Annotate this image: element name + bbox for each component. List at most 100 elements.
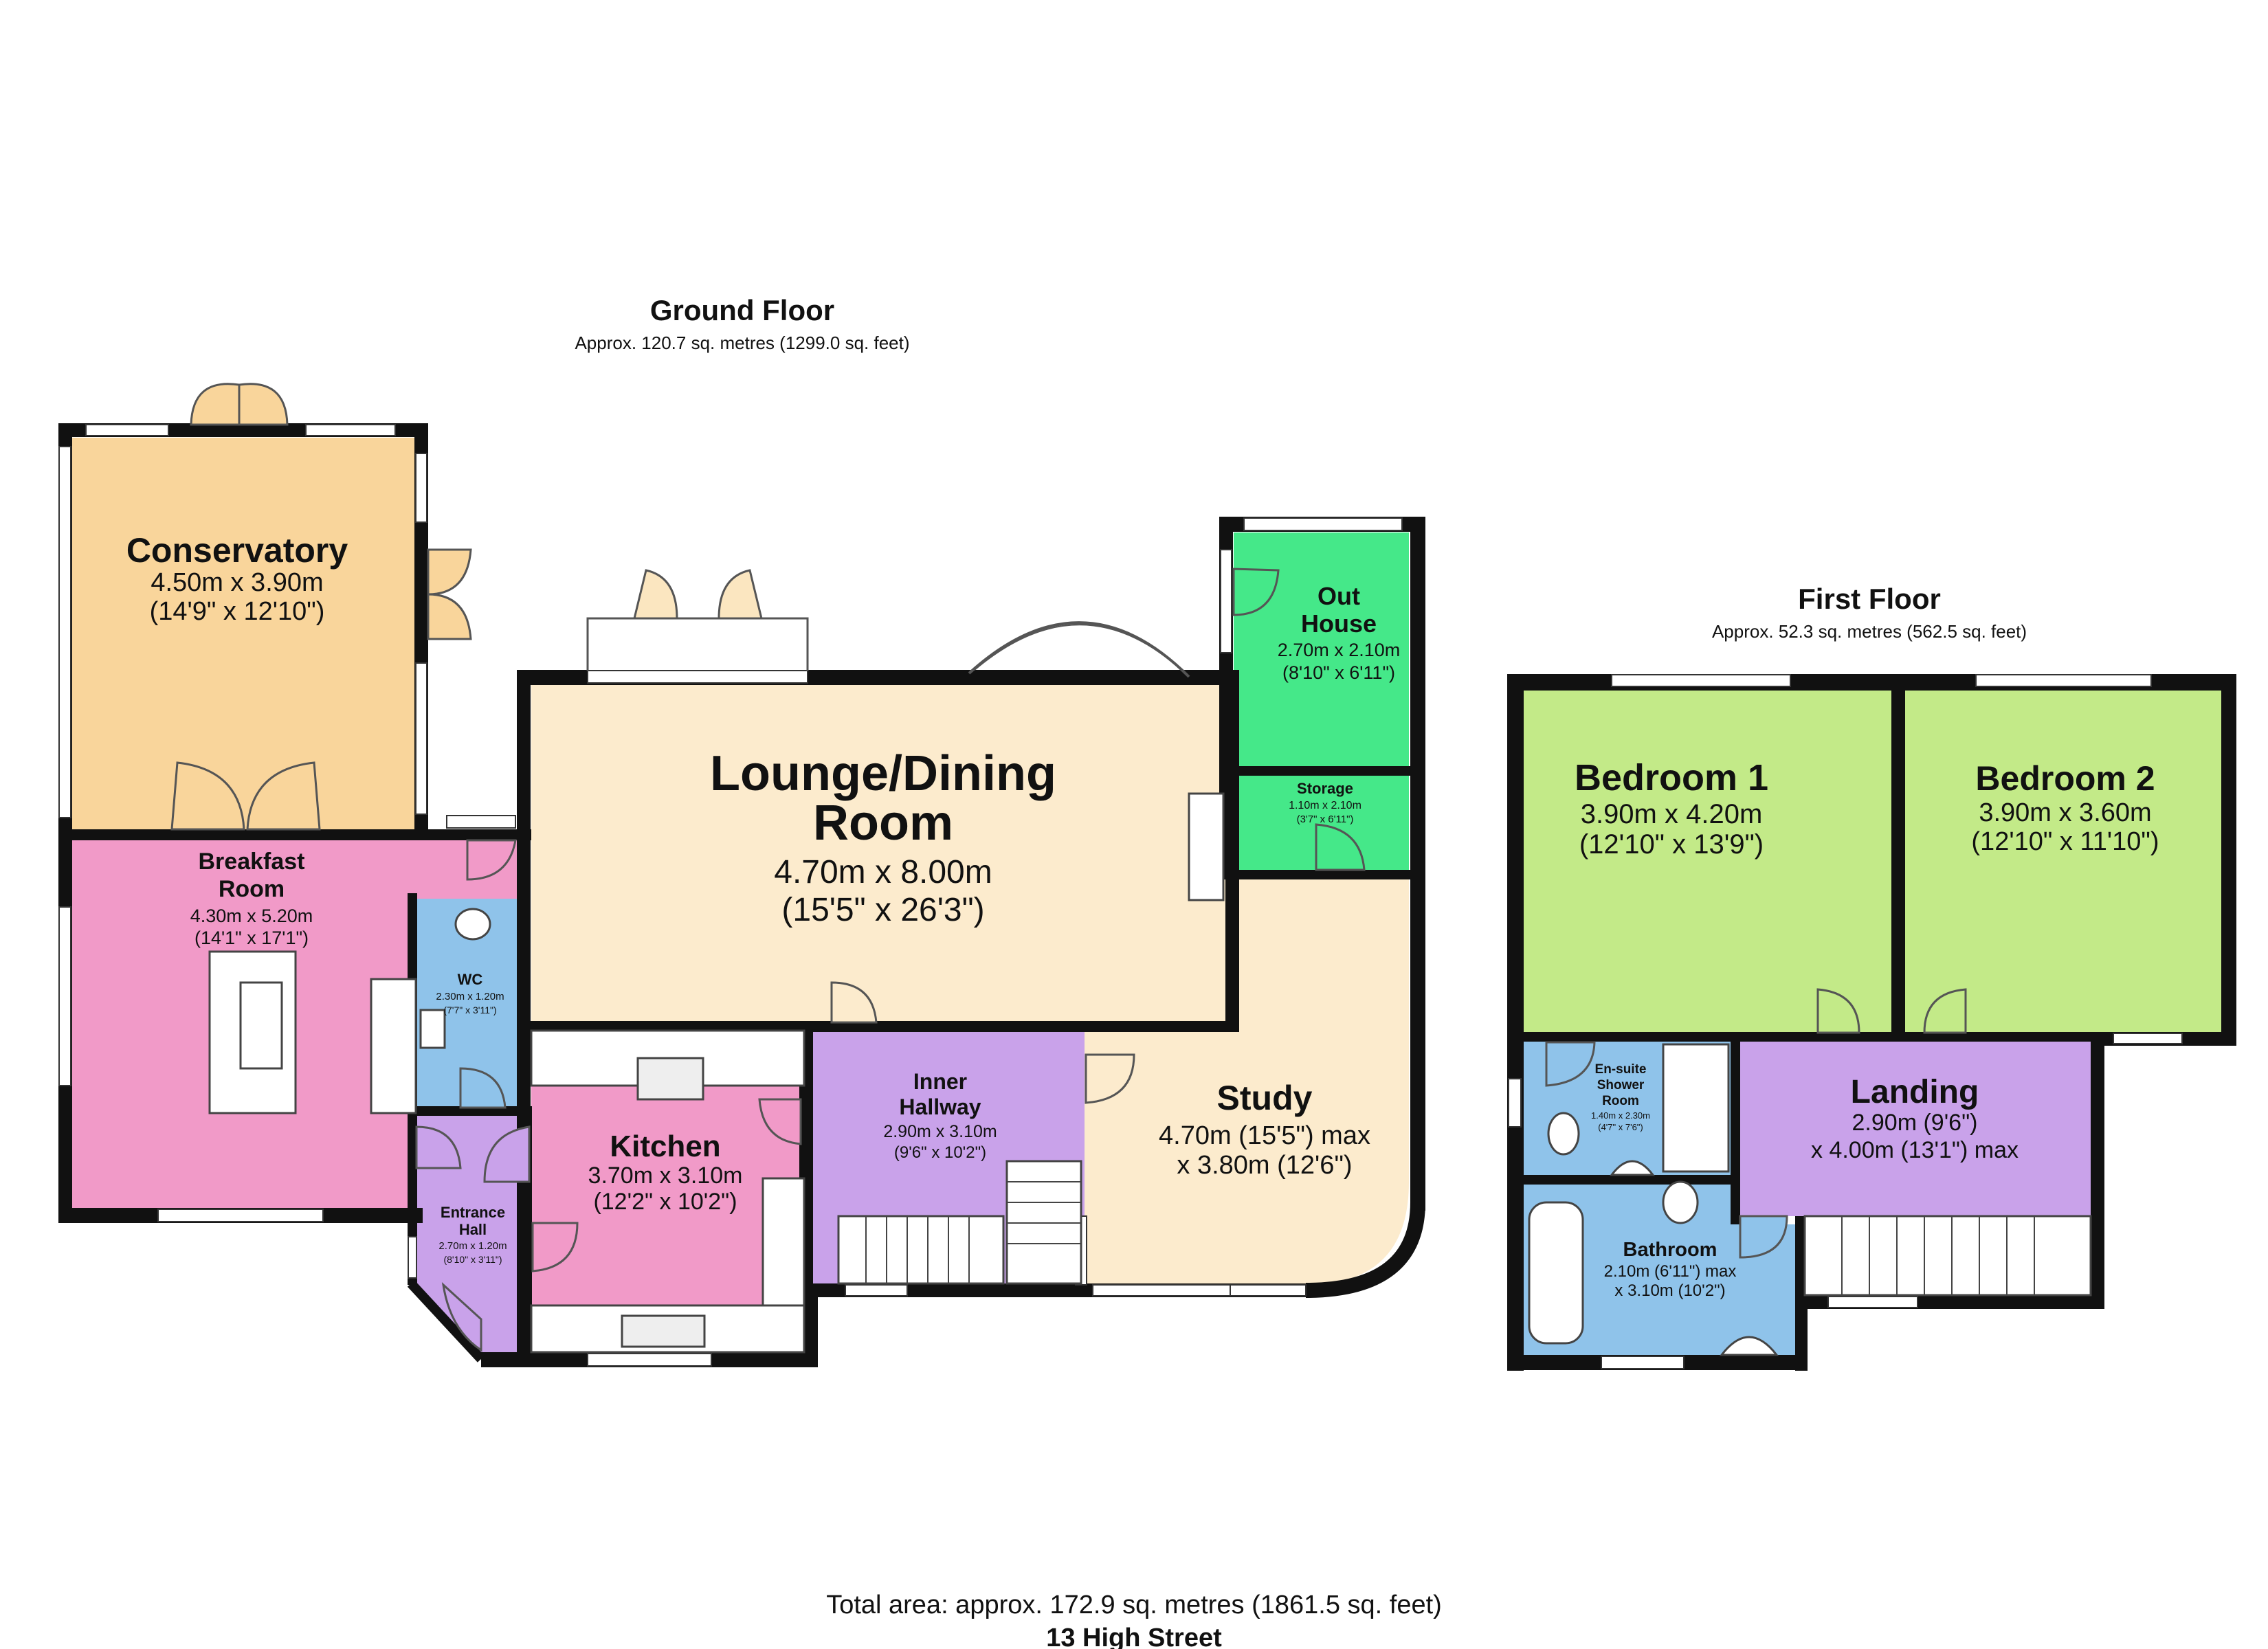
lounge-size-m: 4.70m x 8.00m xyxy=(774,854,992,890)
hallway-size-ft: (9'6" x 10'2") xyxy=(894,1143,986,1162)
first-floor-title: First Floor xyxy=(1798,583,1941,615)
study-label: Study 4.70m (15'5") max x 3.80m (12'6") xyxy=(1159,1079,1370,1180)
kitchen-name: Kitchen xyxy=(610,1130,720,1163)
conservatory-size-ft: (14'9" x 12'10") xyxy=(150,597,325,626)
bedroom2-name: Bedroom 2 xyxy=(1975,759,2155,798)
address: 13 High Street xyxy=(1046,1624,1222,1649)
first-floor-windows xyxy=(1508,674,2183,1369)
ground-floor-area: Approx. 120.7 sq. metres (1299.0 sq. fee… xyxy=(575,333,910,353)
lounge-size-ft: (15'5" x 26'3") xyxy=(781,892,984,928)
breakfast-room-label: Breakfast Room 4.30m x 5.20m (14'1" x 17… xyxy=(190,849,313,948)
landing-name: Landing xyxy=(1851,1074,1979,1110)
landing-size-2: x 4.00m (13'1") max xyxy=(1811,1137,2019,1163)
study-size-1: 4.70m (15'5") max xyxy=(1159,1121,1370,1150)
inner-hallway-label: Inner Hallway 2.90m x 3.10m (9'6" x 10'2… xyxy=(883,1069,997,1162)
study-fill xyxy=(1085,878,1409,1285)
outhouse-label: Out House 2.70m x 2.10m (8'10" x 6'11") xyxy=(1278,582,1401,683)
breakfast-name-1: Breakfast xyxy=(199,849,305,875)
lounge-name-1: Lounge/Dining xyxy=(710,746,1056,801)
entrance-diagonal-wall xyxy=(407,1280,485,1362)
bedroom1-label: Bedroom 1 3.90m x 4.20m (12'10" x 13'9") xyxy=(1575,757,1768,860)
landing-stairs xyxy=(1803,1215,2092,1297)
wc-size-m: 2.30m x 1.20m xyxy=(436,991,504,1002)
ensuite-size-ft: (4'7" x 7'6") xyxy=(1598,1122,1643,1132)
bedroom1-name: Bedroom 1 xyxy=(1575,757,1768,798)
bedroom2-fill xyxy=(1905,689,2223,1033)
wc-toilet xyxy=(454,908,491,941)
outhouse-size-ft: (8'10" x 6'11") xyxy=(1282,662,1395,683)
ensuite-size-m: 1.40m x 2.30m xyxy=(1591,1110,1650,1121)
breakfast-size-ft: (14'1" x 17'1") xyxy=(194,928,309,948)
entrance-size-ft: (8'10" x 3'11") xyxy=(443,1254,502,1265)
bedroom2-size-m: 3.90m x 3.60m xyxy=(1979,798,2151,827)
first-floor-area: Approx. 52.3 sq. metres (562.5 sq. feet) xyxy=(1711,621,2027,642)
bathroom-name: Bathroom xyxy=(1623,1239,1717,1261)
ensuite-label: En-suite Shower Room 1.40m x 2.30m (4'7"… xyxy=(1591,1062,1650,1132)
stairs-lines xyxy=(865,1181,1081,1283)
wc-size-ft: (7'7" x 3'11") xyxy=(443,1005,496,1016)
outhouse-size-m: 2.70m x 2.10m xyxy=(1278,640,1401,660)
ensuite-name-3: Room xyxy=(1602,1094,1639,1108)
total-area: Total area: approx. 172.9 sq. metres (18… xyxy=(826,1591,1442,1619)
ensuite-name-2: Shower xyxy=(1597,1078,1645,1092)
entrance-name-2: Hall xyxy=(459,1221,487,1238)
lounge-fill xyxy=(531,684,1225,1021)
bathroom-size-1: 2.10m (6'11") max xyxy=(1604,1262,1737,1281)
conservatory-label: Conservatory 4.50m x 3.90m (14'9" x 12'1… xyxy=(126,531,348,626)
kitchen-size-ft: (12'2" x 10'2") xyxy=(593,1189,737,1215)
conservatory-name: Conservatory xyxy=(126,531,348,570)
first-floor-doors xyxy=(1545,988,1967,1259)
bathroom-size-2: x 3.10m (10'2") xyxy=(1614,1281,1725,1300)
conservatory-size-m: 4.50m x 3.90m xyxy=(151,568,323,597)
storage-size-ft: (3'7" x 6'11") xyxy=(1297,814,1354,825)
study-size-2: x 3.80m (12'6") xyxy=(1177,1151,1352,1180)
bathroom-fill xyxy=(1523,1183,1797,1356)
ground-floor-title: Ground Floor xyxy=(649,294,835,326)
lounge-curved-bay xyxy=(968,621,1190,678)
bathroom-toilet xyxy=(1662,1180,1699,1224)
first-floor-fixtures xyxy=(1528,1043,2092,1356)
bedroom1-size-ft: (12'10" x 13'9") xyxy=(1579,829,1764,860)
entrance-name-1: Entrance xyxy=(441,1204,505,1221)
wc-basin xyxy=(419,1009,446,1049)
conservatory-fill xyxy=(71,438,421,831)
study-name: Study xyxy=(1217,1079,1313,1117)
ensuite-name-1: En-suite xyxy=(1595,1062,1647,1077)
bedroom1-size-m: 3.90m x 4.20m xyxy=(1581,799,1763,829)
study-curved-wall xyxy=(1305,1202,1425,1298)
lounge-name-2: Room xyxy=(813,796,953,851)
breakfast-size-m: 4.30m x 5.20m xyxy=(190,906,313,926)
kitchen-sink xyxy=(621,1314,706,1348)
outhouse-name-1: Out xyxy=(1318,582,1360,610)
storage-name: Storage xyxy=(1297,780,1353,797)
kitchen-size-m: 3.70m x 3.10m xyxy=(588,1163,743,1189)
storage-size-m: 1.10m x 2.10m xyxy=(1289,800,1361,811)
hob xyxy=(636,1057,704,1101)
entrance-size-m: 2.70m x 1.20m xyxy=(438,1240,507,1252)
landing-size-1: 2.90m (9'6") xyxy=(1852,1110,1978,1136)
bath xyxy=(1528,1201,1584,1345)
breakfast-name-2: Room xyxy=(219,876,285,902)
storage-label: Storage 1.10m x 2.10m (3'7" x 6'11") xyxy=(1289,780,1361,825)
hallway-name-1: Inner xyxy=(913,1069,967,1094)
hallway-name-2: Hallway xyxy=(899,1095,981,1119)
outhouse-name-2: House xyxy=(1301,609,1377,638)
ground-floor-doors xyxy=(170,383,1366,1352)
breakfast-sink xyxy=(239,981,283,1070)
bedroom2-size-ft: (12'10" x 11'10") xyxy=(1971,827,2159,856)
bedroom1-fill xyxy=(1523,689,1894,1033)
wc-label: WC 2.30m x 1.20m (7'7" x 3'11") xyxy=(436,971,504,1016)
shower-tray xyxy=(1662,1043,1730,1173)
kitchen-label: Kitchen 3.70m x 3.10m (12'2" x 10'2") xyxy=(588,1130,743,1215)
entrance-hall-label: Entrance Hall 2.70m x 1.20m (8'10" x 3'1… xyxy=(438,1204,507,1265)
lounge-label: Lounge/Dining Room 4.70m x 8.00m (15'5" … xyxy=(710,746,1056,928)
hallway-size-m: 2.90m x 3.10m xyxy=(883,1122,997,1141)
wc-name: WC xyxy=(458,971,483,988)
landing-label: Landing 2.90m (9'6") x 4.00m (13'1") max xyxy=(1811,1074,2019,1163)
lounge-bay-window xyxy=(586,617,809,671)
bathroom-label: Bathroom 2.10m (6'11") max x 3.10m (10'2… xyxy=(1604,1239,1737,1300)
landing-stair-lines xyxy=(1841,1216,2035,1295)
ensuite-toilet xyxy=(1547,1112,1580,1156)
bedroom2-label: Bedroom 2 3.90m x 3.60m (12'10" x 11'10"… xyxy=(1971,759,2159,856)
